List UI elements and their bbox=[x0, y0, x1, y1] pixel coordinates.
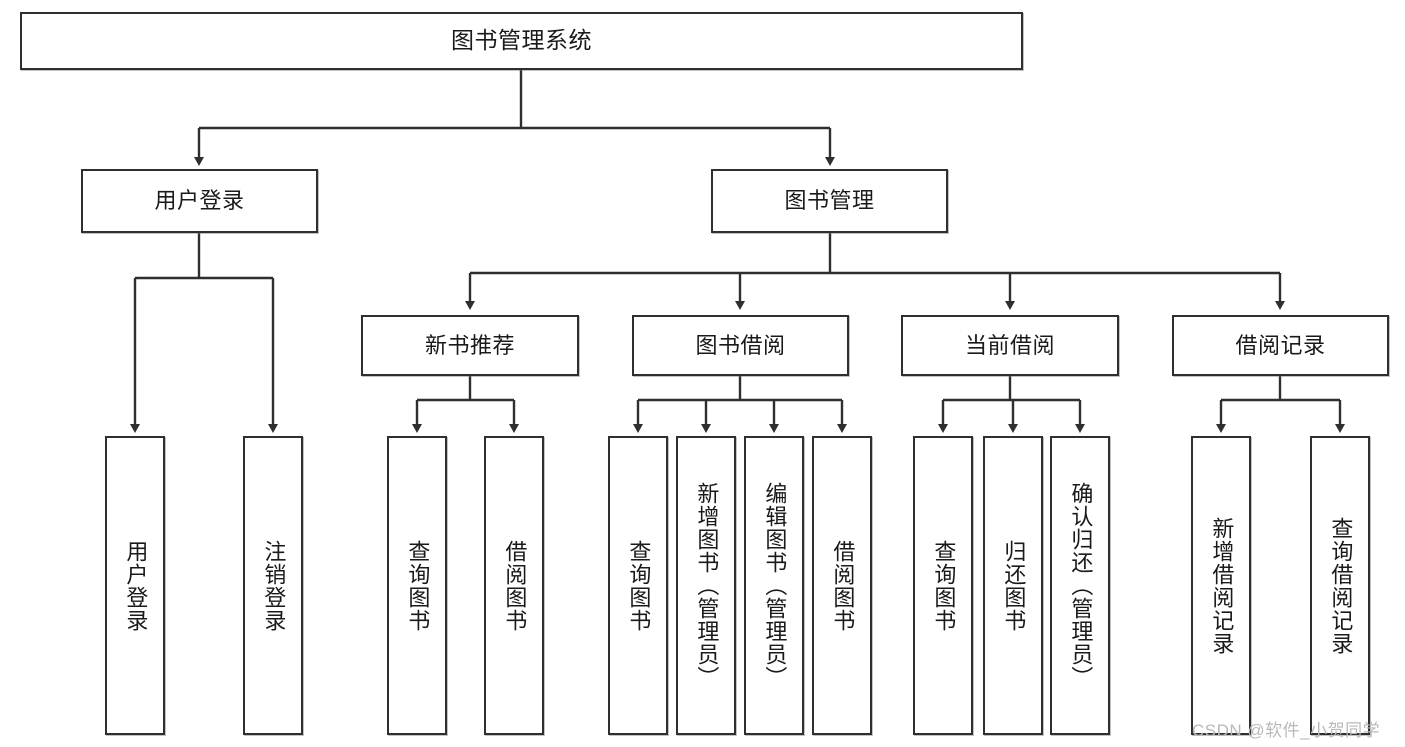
node-label: 归还图书 bbox=[1001, 539, 1027, 632]
node-label: 图书管理 bbox=[784, 188, 875, 214]
node-label: 查询图书 bbox=[626, 539, 652, 632]
leaf-current-query-book[interactable]: 查询图书 bbox=[913, 436, 973, 735]
node-label: 借阅记录 bbox=[1235, 332, 1326, 358]
node-label: 用户登录 bbox=[154, 188, 245, 214]
leaf-borrow-query-book[interactable]: 查询图书 bbox=[608, 436, 668, 735]
node-label: 新增借阅记录 bbox=[1209, 516, 1235, 655]
leaf-borrow-add-book-admin[interactable]: 新增图书（管理员） bbox=[676, 436, 736, 735]
node-label: 图书借阅 bbox=[695, 332, 786, 358]
node-label: 查询图书 bbox=[405, 539, 431, 632]
node-user-login[interactable]: 用户登录 bbox=[81, 169, 318, 233]
leaf-user-login-signout[interactable]: 注销登录 bbox=[243, 436, 303, 735]
leaf-current-return-book[interactable]: 归还图书 bbox=[983, 436, 1043, 735]
node-label: 查询借阅记录 bbox=[1328, 516, 1354, 655]
node-label: 新书推荐 bbox=[424, 332, 515, 358]
leaf-user-login-signin[interactable]: 用户登录 bbox=[105, 436, 165, 735]
node-label: 确认归还（管理员） bbox=[1068, 482, 1094, 689]
leaf-recommend-borrow-book[interactable]: 借阅图书 bbox=[484, 436, 544, 735]
node-book-management[interactable]: 图书管理 bbox=[711, 169, 948, 233]
leaf-borrow-borrow-book[interactable]: 借阅图书 bbox=[812, 436, 872, 735]
node-label: 借阅图书 bbox=[502, 539, 528, 632]
leaf-record-add-record[interactable]: 新增借阅记录 bbox=[1191, 436, 1251, 735]
node-label: 借阅图书 bbox=[830, 539, 856, 632]
node-label: 查询图书 bbox=[931, 539, 957, 632]
leaf-current-confirm-return-admin[interactable]: 确认归还（管理员） bbox=[1050, 436, 1110, 735]
node-book-borrowing[interactable]: 图书借阅 bbox=[632, 315, 849, 376]
node-current-borrowing[interactable]: 当前借阅 bbox=[901, 315, 1119, 376]
node-new-book-recommendation[interactable]: 新书推荐 bbox=[361, 315, 579, 376]
leaf-record-query-record[interactable]: 查询借阅记录 bbox=[1310, 436, 1370, 735]
node-borrowing-record[interactable]: 借阅记录 bbox=[1172, 315, 1389, 376]
node-label: 新增图书（管理员） bbox=[694, 482, 720, 689]
node-label: 图书管理系统 bbox=[451, 27, 592, 54]
node-label: 用户登录 bbox=[123, 539, 149, 632]
leaf-borrow-edit-book-admin[interactable]: 编辑图书（管理员） bbox=[744, 436, 804, 735]
node-root-book-management-system[interactable]: 图书管理系统 bbox=[20, 12, 1023, 70]
node-label: 当前借阅 bbox=[964, 332, 1055, 358]
leaf-recommend-query-book[interactable]: 查询图书 bbox=[387, 436, 447, 735]
csdn-watermark: CSDN @软件_小贺同学 bbox=[1192, 721, 1381, 740]
node-label: 注销登录 bbox=[261, 539, 287, 632]
node-label: 编辑图书（管理员） bbox=[762, 482, 788, 689]
